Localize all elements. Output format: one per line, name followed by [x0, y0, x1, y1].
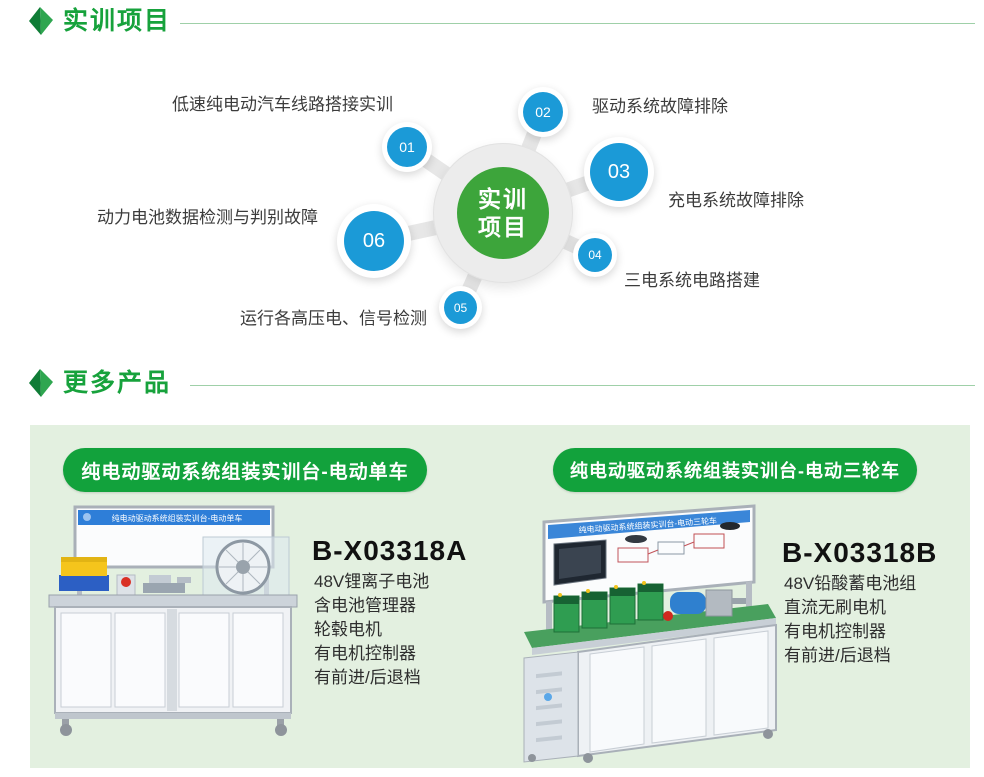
spec-item: 有电机控制器: [784, 622, 886, 641]
leaf-diamond-icon: [29, 7, 53, 35]
diagram-label-04: 三电系统电路搭建: [624, 271, 760, 290]
caster-wheel-icon: [583, 753, 593, 763]
motor-icon: [670, 592, 706, 614]
product-specs-bicycle: 48V锂离子电池 含电池管理器 轮毂电机 有电机控制器 有前进/后退档: [314, 570, 429, 690]
spec-item: 有电机控制器: [314, 644, 416, 663]
caster-wheel-icon: [528, 754, 536, 762]
diagram-label-02: 驱动系统故障排除: [592, 97, 728, 116]
spec-item: 有前进/后退档: [314, 668, 421, 687]
caster-wheel-icon: [763, 729, 773, 739]
diagram-node-01: 01: [382, 122, 432, 172]
diagram-label-06: 动力电池数据检测与判别故障: [97, 208, 318, 227]
training-section-header: 实训项目: [28, 6, 171, 36]
spec-item: 直流无刷电机: [784, 598, 886, 617]
diagram-node-05: 05: [439, 286, 482, 329]
spec-item: 轮毂电机: [314, 620, 382, 639]
products-panel: 纯电动驱动系统组装实训台-电动单车 纯电动驱动系统组装实训台-电动三轮车 纯电动…: [30, 425, 970, 768]
products-section-header: 更多产品: [28, 368, 171, 398]
emergency-stop-icon: [121, 577, 131, 587]
diagram-center-label: 实训 项目: [457, 167, 549, 259]
node-03-number: 03: [590, 143, 648, 201]
battery-box: [59, 575, 109, 591]
node-04-number: 04: [578, 238, 612, 272]
spec-item: 含电池管理器: [314, 596, 416, 615]
diagram-label-05: 运行各高压电、信号检测: [240, 309, 427, 328]
caster-wheel-icon: [275, 724, 287, 736]
node-05-number: 05: [444, 291, 477, 324]
product-photo-bicycle-bench: 纯电动驱动系统组装实训台-电动单车: [48, 505, 298, 736]
header-rule: [180, 23, 975, 24]
center-label-line2: 项目: [478, 214, 528, 240]
training-section-title: 实训项目: [63, 7, 172, 35]
diagram-node-03: 03: [584, 137, 654, 207]
product-model-bicycle: B-X03318A: [312, 535, 468, 566]
diagram-node-04: 04: [573, 233, 617, 277]
center-label-line1: 实训: [478, 186, 528, 212]
products-section-title: 更多产品: [63, 369, 172, 397]
header-rule: [190, 385, 975, 386]
product-banner-tricycle: 纯电动驱动系统组装实训台-电动三轮车: [553, 448, 917, 492]
diagram-node-02: 02: [518, 87, 568, 137]
product-photo-tricycle-bench: 纯电动驱动系统组装实训台-电动三轮车: [523, 504, 777, 763]
node-01-number: 01: [387, 127, 427, 167]
node-06-number: 06: [344, 211, 404, 271]
node-02-number: 02: [523, 92, 563, 132]
spec-item: 48V锂离子电池: [314, 572, 430, 591]
caster-wheel-icon: [60, 724, 72, 736]
diagram-node-06: 06: [337, 204, 411, 278]
spec-item: 48V铅酸蓄电池组: [784, 574, 917, 593]
spec-item: 有前进/后退档: [784, 646, 891, 665]
battery-pack: [553, 581, 664, 633]
leaf-diamond-icon: [29, 369, 53, 397]
diagram-label-01: 低速纯电动汽车线路搭接实训: [172, 95, 393, 114]
diagram-label-03: 充电系统故障排除: [668, 191, 804, 210]
photo-banner-caption: 纯电动驱动系统组装实训台-电动单车: [112, 513, 243, 523]
product-specs-tricycle: 48V铅酸蓄电池组 直流无刷电机 有电机控制器 有前进/后退档: [784, 572, 916, 668]
product-banner-bicycle: 纯电动驱动系统组装实训台-电动单车: [63, 448, 427, 492]
product-model-tricycle: B-X03318B: [782, 537, 938, 568]
